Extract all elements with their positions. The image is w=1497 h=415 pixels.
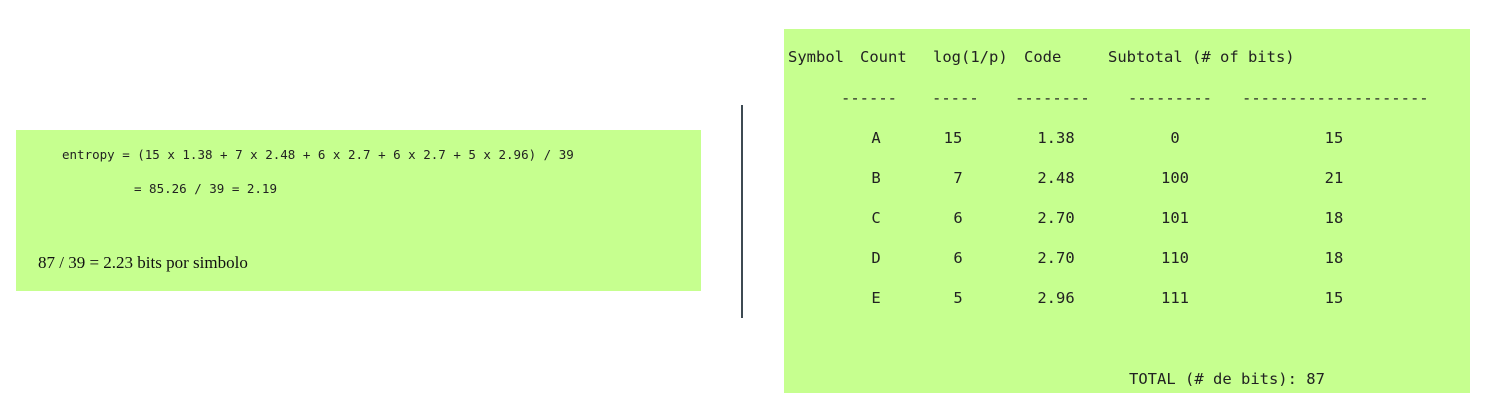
header-symbol: Symbol: [788, 48, 844, 66]
cell-count: 5: [953, 289, 963, 307]
bits-per-symbol-result: 87 / 39 = 2.23 bits por simbolo: [38, 253, 248, 272]
cell-count: 6: [953, 249, 963, 267]
vertical-divider: [741, 105, 743, 318]
cell-subtotal: 18: [1324, 209, 1344, 227]
cell-log: 1.38: [1037, 129, 1075, 147]
entropy-formula-line-1: entropy = (15 x 1.38 + 7 x 2.48 + 6 x 2.…: [62, 147, 574, 162]
cell-count: 6: [953, 209, 963, 227]
cell-code: 110: [1161, 249, 1189, 267]
cell-code: 111: [1161, 289, 1189, 307]
cell-log: 2.96: [1037, 289, 1075, 307]
header-code: Code: [1024, 48, 1062, 66]
cell-log: 2.70: [1037, 209, 1075, 227]
entropy-formula-line-2: = 85.26 / 39 = 2.19: [134, 181, 277, 196]
cell-subtotal: 21: [1324, 169, 1344, 187]
cell-count: 15: [943, 129, 963, 147]
cell-code: 101: [1161, 209, 1189, 227]
huffman-code-table: Symbol Count log(1/p) Code Subtotal (# o…: [784, 29, 1470, 393]
total-bits: TOTAL (# de bits): 87: [1129, 370, 1325, 388]
cell-symbol: C: [871, 209, 881, 227]
header-log: log(1/p): [933, 48, 1008, 66]
cell-symbol: A: [871, 129, 881, 147]
cell-subtotal: 15: [1324, 129, 1344, 147]
cell-symbol: E: [871, 289, 881, 307]
cell-subtotal: 18: [1324, 249, 1344, 267]
cell-log: 2.70: [1037, 249, 1075, 267]
cell-log: 2.48: [1037, 169, 1075, 187]
header-subtotal: Subtotal (# of bits): [1108, 48, 1295, 66]
separator-subtotal: --------------------: [1242, 89, 1429, 107]
header-count: Count: [860, 48, 907, 66]
cell-symbol: D: [871, 249, 881, 267]
cell-code: 100: [1161, 169, 1189, 187]
entropy-calculation-panel: entropy = (15 x 1.38 + 7 x 2.48 + 6 x 2.…: [16, 130, 701, 291]
separator-code: ---------: [1128, 89, 1212, 107]
separator-symbol: ------: [841, 89, 897, 107]
cell-code: 0: [1170, 129, 1180, 147]
cell-count: 7: [953, 169, 963, 187]
cell-subtotal: 15: [1324, 289, 1344, 307]
separator-log: --------: [1015, 89, 1090, 107]
separator-count: -----: [932, 89, 979, 107]
cell-symbol: B: [871, 169, 881, 187]
